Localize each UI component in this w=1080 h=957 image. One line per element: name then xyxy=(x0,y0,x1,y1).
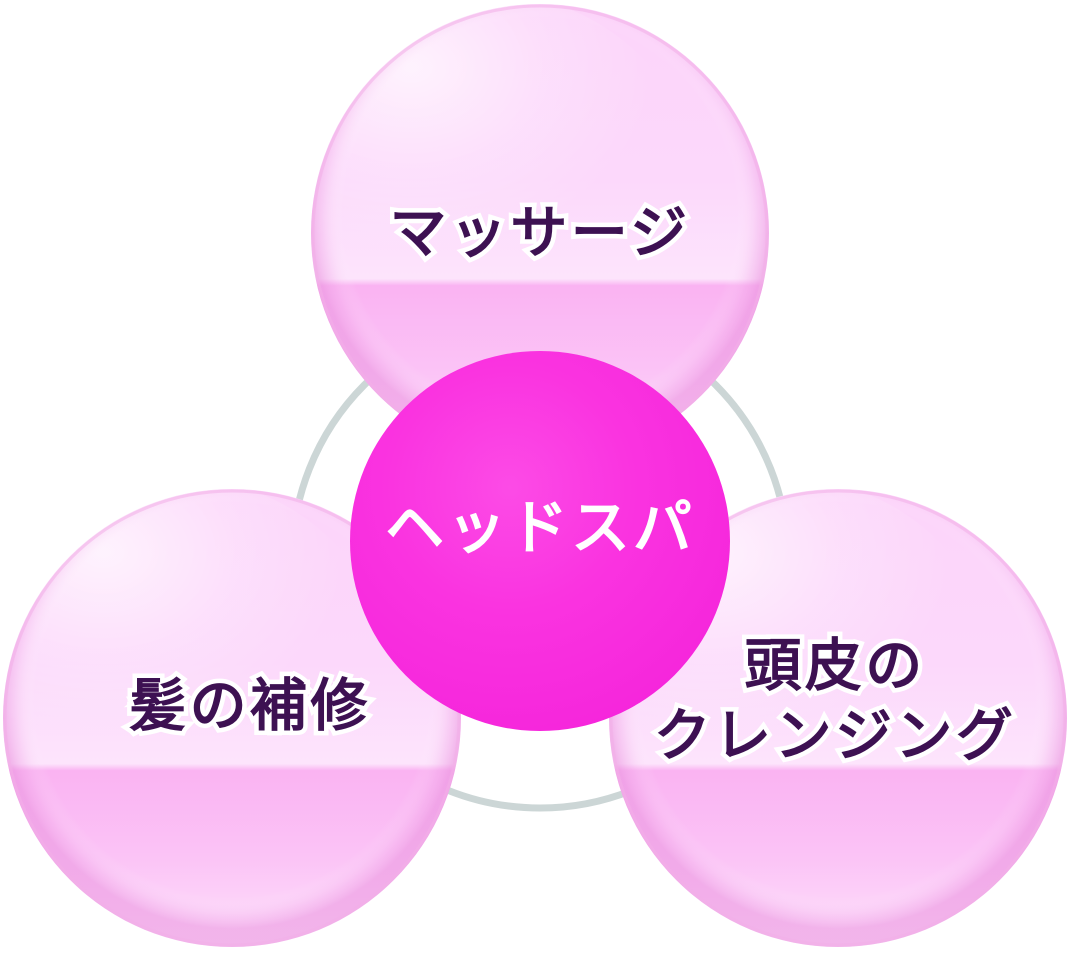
bubble-massage xyxy=(311,4,769,462)
center-ball xyxy=(350,351,730,731)
